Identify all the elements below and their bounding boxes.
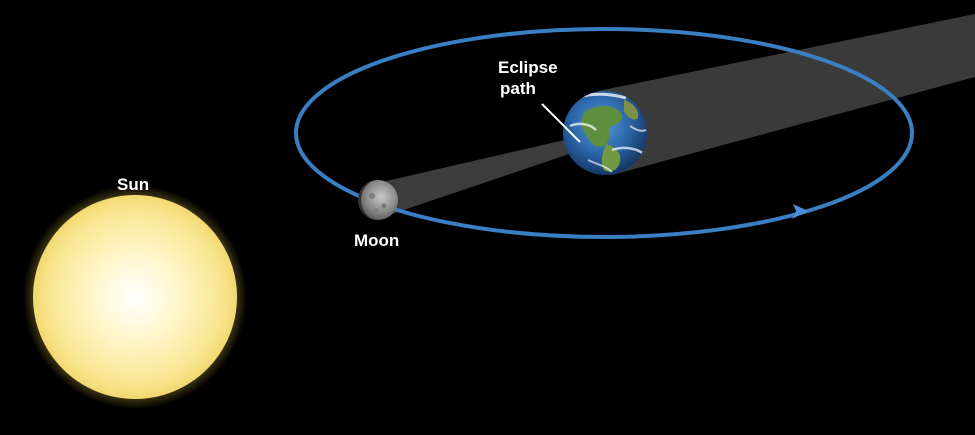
- earth-shadow-cone: [598, 14, 975, 175]
- moon-shadow-cone: [382, 138, 575, 216]
- moon-icon: [358, 180, 398, 220]
- moon-label: Moon: [354, 231, 400, 250]
- sun-icon: [33, 195, 237, 399]
- eclipse-path-label-line2: path: [500, 79, 536, 98]
- earth-icon: [563, 91, 647, 175]
- sun-label: Sun: [117, 175, 150, 194]
- eclipse-path-label-line1: Eclipse: [498, 58, 558, 77]
- arrow-right-icon: [792, 204, 808, 219]
- moon-orbit: [294, 27, 914, 239]
- eclipse-path-leader: [541, 103, 581, 143]
- eclipse-path-label: Eclipse path: [498, 57, 558, 99]
